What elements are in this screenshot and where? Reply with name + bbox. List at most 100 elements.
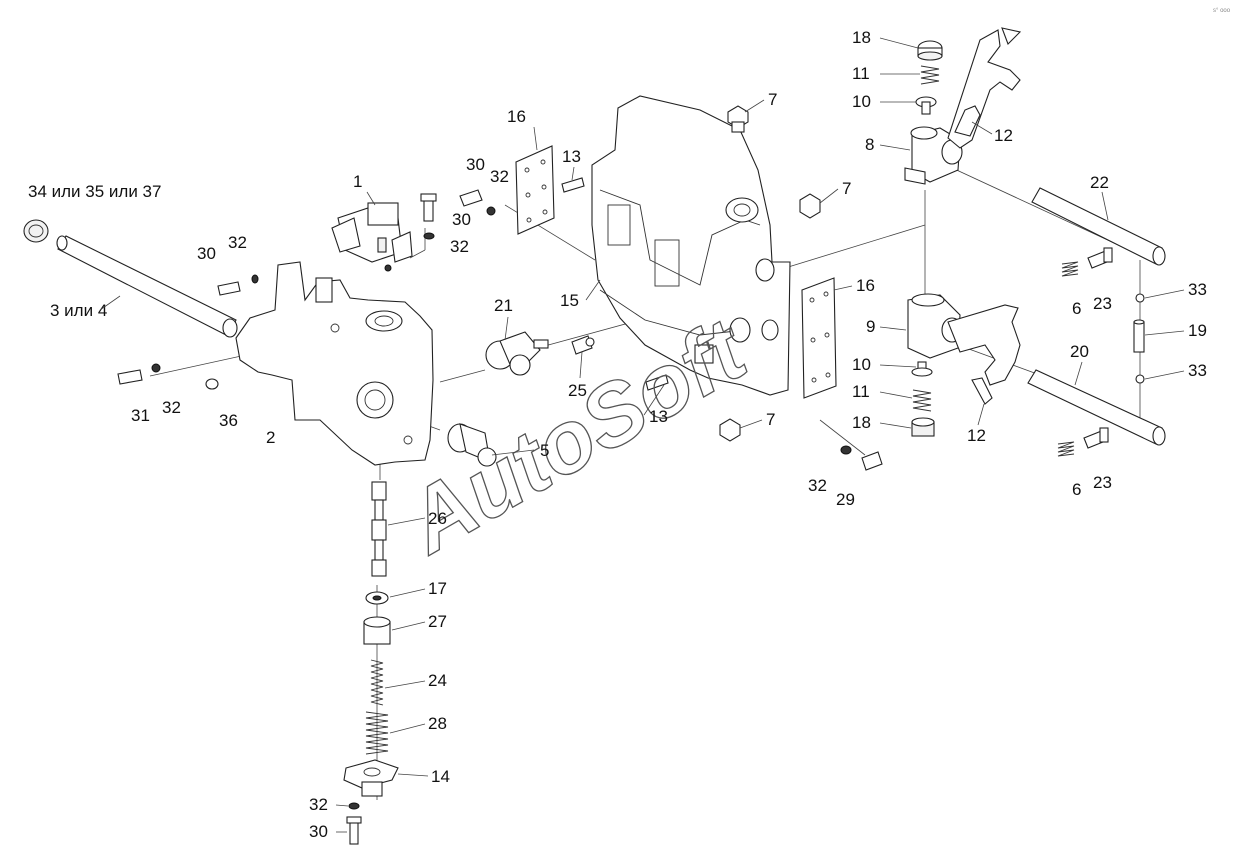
label-11-b: 11 <box>852 382 870 401</box>
label-16-b: 16 <box>856 276 875 295</box>
part-27-sleeve <box>363 616 391 645</box>
part-12-bolt-bottom <box>971 377 993 405</box>
label-14: 14 <box>431 767 450 786</box>
label-22: 22 <box>1090 173 1109 192</box>
label-21: 21 <box>494 296 513 315</box>
part-8-shift-fork-top <box>904 27 1022 185</box>
label-33-b: 33 <box>1188 361 1207 380</box>
label-12-b: 12 <box>967 426 986 445</box>
label-28: 28 <box>428 714 447 733</box>
part-3-shaft <box>56 235 238 338</box>
part-23-bolt-top <box>1087 247 1113 269</box>
label-32-b: 32 <box>228 233 247 252</box>
part-14-cover <box>343 759 399 797</box>
part-33-ball-bottom <box>1135 374 1145 384</box>
label-2: 2 <box>266 428 275 447</box>
part-16-gasket-right <box>801 277 837 399</box>
part-21-solenoid <box>485 331 549 376</box>
label-7-b: 7 <box>842 179 851 198</box>
part-16-gasket-top <box>515 145 555 235</box>
part-6-spring-top <box>1061 261 1079 277</box>
part-13-pin-b <box>645 374 669 391</box>
part-28-spring <box>365 711 389 755</box>
part-5-plug <box>447 423 497 467</box>
part-6-spring-bottom <box>1057 441 1075 457</box>
part-20-rail <box>1027 369 1166 446</box>
part-19-pin <box>1133 319 1145 353</box>
watermark-text: AutoSoft <box>388 298 764 572</box>
part-13-pin-a <box>561 177 585 193</box>
part-32-washer-b <box>251 274 259 284</box>
label-18-b: 18 <box>852 413 871 432</box>
part-30-bolt-b <box>217 281 241 296</box>
part-25-fitting <box>571 335 595 355</box>
label-27: 27 <box>428 612 447 631</box>
label-8: 8 <box>865 135 874 154</box>
part-23-bolt-bottom <box>1083 427 1109 449</box>
part-labels: 34 или 35 или 37 3 или 4 1 30 32 30 32 3… <box>28 28 1207 841</box>
label-9: 9 <box>866 317 875 336</box>
label-3: 3 или 4 <box>50 301 107 320</box>
label-32-a: 32 <box>450 237 469 256</box>
part-32-washer-e <box>348 802 360 810</box>
part-32-washer-d <box>486 206 496 216</box>
label-31: 31 <box>131 406 150 425</box>
part-22-rail <box>1031 187 1166 266</box>
part-9-shift-fork <box>907 293 1021 386</box>
label-23-b: 23 <box>1093 473 1112 492</box>
label-10-a: 10 <box>852 92 871 111</box>
label-5: 5 <box>540 441 549 460</box>
part-26-spool <box>371 481 387 577</box>
label-30-a: 30 <box>452 210 471 229</box>
part-32-washer-a <box>423 232 435 240</box>
part-7-plug-bottom <box>719 418 741 442</box>
part-11-spring-bottom <box>912 389 932 412</box>
label-19: 19 <box>1188 321 1207 340</box>
label-32-c: 32 <box>490 167 509 186</box>
label-13-a: 13 <box>562 147 581 166</box>
part-30-bolt-c <box>459 189 483 207</box>
label-36: 36 <box>219 411 238 430</box>
part-31-bolt <box>117 369 143 385</box>
label-18-a: 18 <box>852 28 871 47</box>
part-24-spring <box>370 659 384 706</box>
label-15: 15 <box>560 291 579 310</box>
part-11-spring-top <box>920 65 940 85</box>
label-29: 29 <box>836 490 855 509</box>
part-17-washer <box>365 591 389 605</box>
label-11-a: 11 <box>852 64 870 83</box>
part-15-main-housing <box>591 95 791 396</box>
label-24: 24 <box>428 671 447 690</box>
part-29-bolt <box>861 451 883 471</box>
label-25: 25 <box>568 381 587 400</box>
part-7-plug-mid <box>799 193 821 219</box>
label-16-a: 16 <box>507 107 526 126</box>
label-6-b: 6 <box>1072 480 1081 499</box>
part-18-cap-top <box>917 40 943 61</box>
label-34: 34 или 35 или 37 <box>28 182 161 201</box>
part-32-washer-f <box>840 445 852 455</box>
label-32-f: 32 <box>309 795 328 814</box>
label-12-a: 12 <box>994 126 1013 145</box>
part-2-housing <box>235 261 434 466</box>
label-20: 20 <box>1070 342 1089 361</box>
part-18-cap-bottom <box>911 417 935 437</box>
label-ticks <box>99 37 1185 833</box>
part-30-bolt-a <box>420 193 437 222</box>
label-1: 1 <box>353 172 362 191</box>
label-30-c: 30 <box>466 155 485 174</box>
part-32-washer-c <box>151 363 161 373</box>
part-1-valve-block <box>331 202 413 272</box>
label-26: 26 <box>428 509 447 528</box>
part-10-plunger-top <box>915 96 937 115</box>
label-7-a: 7 <box>768 90 777 109</box>
label-10-b: 10 <box>852 355 871 374</box>
label-30-b: 30 <box>197 244 216 263</box>
label-7-c: 7 <box>766 410 775 429</box>
corner-mark: s° ooo <box>1213 8 1231 14</box>
part-30-bolt-d <box>346 816 362 845</box>
label-30-e: 30 <box>309 822 328 841</box>
label-32-d: 32 <box>162 398 181 417</box>
part-36-plug <box>205 378 219 390</box>
label-13-b: 13 <box>649 407 668 426</box>
